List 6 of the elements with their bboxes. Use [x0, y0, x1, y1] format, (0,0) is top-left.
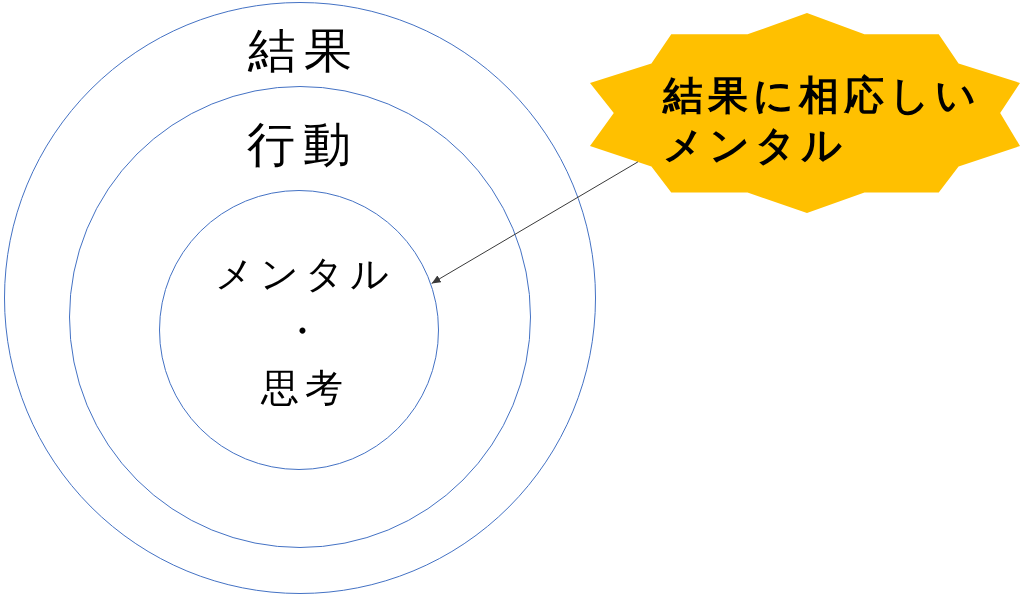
callout-text: 結果に相応しいメンタル: [663, 71, 982, 170]
arrow: [431, 161, 639, 284]
circle-label: 行動: [247, 116, 359, 172]
starburst-callout: [590, 13, 1020, 213]
circle-label: 結果: [247, 21, 360, 78]
circle-label: メンタル・思考: [213, 250, 396, 412]
